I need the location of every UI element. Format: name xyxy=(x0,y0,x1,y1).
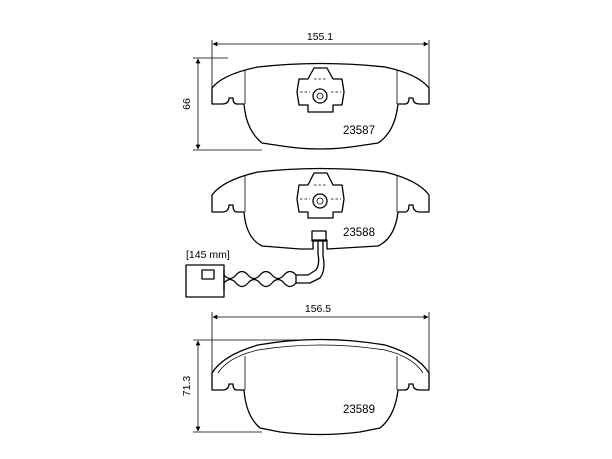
sensor-clip xyxy=(311,230,327,242)
center-hub xyxy=(296,172,345,219)
center-hub xyxy=(296,67,345,113)
pad-23588: 23588 [145 mm] xyxy=(185,167,430,298)
height-label: 71.3 xyxy=(181,376,193,397)
part-number: 23589 xyxy=(343,404,375,416)
pad-outline xyxy=(211,338,430,436)
pad-23587: 155.1 66 23587 xyxy=(181,31,430,151)
wire-sleeve-bottom xyxy=(223,278,297,288)
backing-plate-inner-edge xyxy=(217,344,424,374)
sensor-wire-lower xyxy=(295,240,325,284)
pad-outline xyxy=(211,62,430,150)
pad-outline xyxy=(211,167,430,250)
connector-body xyxy=(185,264,225,298)
wear-sensor xyxy=(185,230,327,298)
sensor-wire-upper xyxy=(295,240,320,276)
height-label: 66 xyxy=(181,98,193,110)
part-number: 23587 xyxy=(343,125,375,137)
part-number: 23588 xyxy=(343,227,375,239)
pad-23589: 156.5 71.3 23589 xyxy=(181,303,430,436)
connector-latch xyxy=(201,269,215,280)
sensor-cable-length: [145 mm] xyxy=(186,249,230,261)
width-label: 156.5 xyxy=(305,303,331,315)
wire-sleeve-top xyxy=(223,270,297,280)
width-label: 155.1 xyxy=(307,31,333,43)
